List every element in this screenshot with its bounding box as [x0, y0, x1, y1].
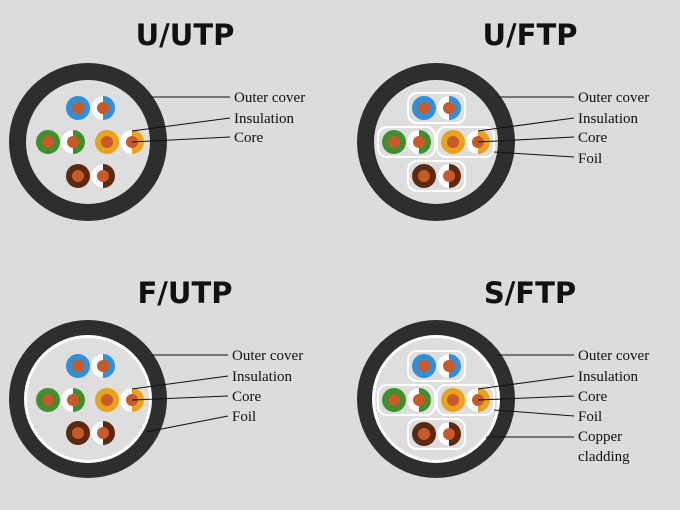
label-copper: Copper [578, 429, 622, 445]
leader-lines-u-ftp [477, 96, 575, 158]
pair-foils [377, 92, 495, 192]
pair-blue [412, 96, 461, 120]
label-cladding: cladding [578, 449, 630, 465]
label-foil: Foil [232, 409, 256, 425]
pair-orange [95, 130, 144, 154]
pair-brown [412, 422, 461, 446]
leader-lines-u-utp [131, 96, 231, 143]
label-outer-cover: Outer cover [234, 90, 305, 106]
label-outer-cover: Outer cover [578, 348, 649, 364]
cable-u-utp [9, 63, 167, 221]
label-core: Core [234, 130, 264, 146]
title-f-utp: F/UTP [138, 276, 233, 310]
title-u-utp: U/UTP [136, 18, 235, 52]
label-insulation: Insulation [234, 111, 294, 127]
pair-orange [441, 130, 490, 154]
label-insulation: Insulation [578, 111, 638, 127]
panel-s-ftp: S/FTP [357, 276, 649, 478]
title-u-ftp: U/FTP [483, 18, 578, 52]
label-insulation: Insulation [578, 369, 638, 385]
label-outer-cover: Outer cover [232, 348, 303, 364]
pair-brown [66, 421, 115, 445]
panel-u-utp: U/UTP [9, 18, 305, 221]
pair-green [382, 130, 431, 154]
inner-space [27, 338, 149, 460]
title-s-ftp: S/FTP [484, 276, 576, 310]
cable-s-ftp [357, 320, 515, 478]
pair-green [36, 388, 85, 412]
label-foil: Foil [578, 151, 602, 167]
leader-lines-s-ftp [477, 354, 575, 438]
pair-blue [66, 354, 115, 378]
label-outer-cover: Outer cover [578, 90, 649, 106]
pair-foils [377, 350, 495, 450]
label-foil: Foil [578, 409, 602, 425]
pair-green [382, 388, 431, 412]
label-core: Core [578, 389, 608, 405]
panel-f-utp: F/UTP [9, 276, 303, 478]
cable-f-utp [9, 320, 167, 478]
pair-brown [66, 164, 115, 188]
label-insulation: Insulation [232, 369, 292, 385]
label-core: Core [578, 130, 608, 146]
pair-green [36, 130, 85, 154]
panel-u-ftp: U/FTP [357, 18, 649, 221]
pair-blue [66, 96, 115, 120]
inner-space [26, 80, 150, 204]
label-core: Core [232, 389, 262, 405]
pair-brown [412, 164, 461, 188]
pair-blue [412, 354, 461, 378]
cable-u-ftp [357, 63, 515, 221]
leader-lines-f-utp [131, 354, 229, 433]
